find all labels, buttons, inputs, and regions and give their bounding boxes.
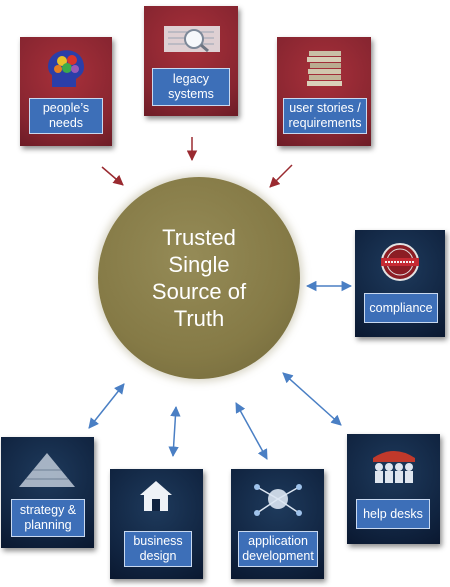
consumer-label-helpdesk: help desks: [356, 499, 430, 529]
people-group-icon: [369, 446, 419, 491]
magnifying-glass-icon: [164, 20, 220, 65]
consumer-label-appdev: application development: [238, 531, 318, 567]
network-globe-icon: [251, 479, 305, 524]
consumer-label-compliance: compliance: [364, 293, 438, 323]
arrow-center-appdev: [235, 402, 268, 460]
colorful-brain-head-icon: [42, 47, 90, 98]
consumer-label-business: business design: [124, 531, 192, 567]
input-label-legacy: legacy systems: [152, 68, 230, 106]
document-stack-icon: [305, 47, 345, 98]
consumer-label-strategy: strategy & planning: [11, 499, 85, 537]
arrow-center-helpdesk: [282, 372, 342, 426]
consumer-tile-strategy: strategy & planning: [1, 437, 94, 548]
strategy-pyramid-icon: [17, 449, 77, 494]
consumer-tile-business: business design: [110, 469, 203, 579]
arrow-stories-to-center: [269, 164, 293, 188]
house-icon: [138, 479, 174, 518]
input-tile-legacy: legacy systems: [144, 6, 238, 116]
consumer-tile-compliance: compliance: [355, 230, 445, 337]
arrow-center-strategy: [88, 383, 125, 429]
compliance-stamp-icon: [377, 240, 423, 289]
input-label-stories: user stories / requirements: [283, 98, 367, 134]
center-title: Trusted Single Source of Truth: [151, 225, 247, 331]
input-tile-needs: people’s needs: [20, 37, 112, 146]
input-label-needs: people’s needs: [29, 98, 103, 134]
consumer-tile-helpdesk: help desks: [347, 434, 440, 544]
single-source-of-truth-circle: Trusted Single Source of Truth: [98, 177, 300, 379]
consumer-tile-appdev: application development: [231, 469, 324, 579]
input-tile-stories: user stories / requirements: [277, 37, 371, 146]
arrow-needs-to-center: [101, 166, 124, 186]
arrow-center-business: [168, 405, 181, 458]
